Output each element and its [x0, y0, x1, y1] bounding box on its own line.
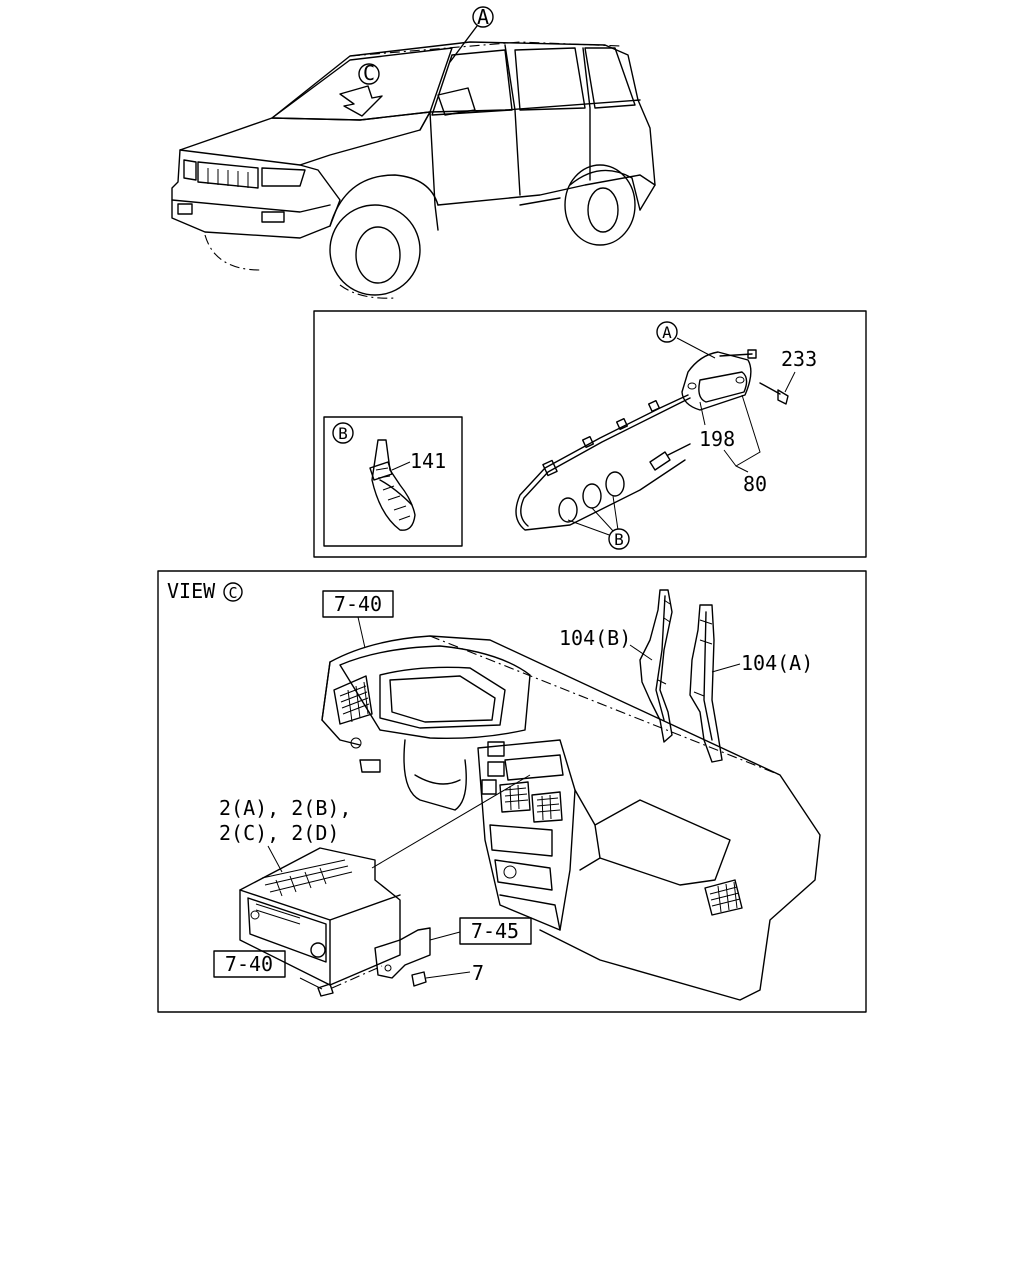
svg-text:A: A — [662, 323, 672, 342]
vehicle-illustration — [171, 21, 656, 299]
speaker-harness-104a — [689, 604, 723, 763]
label-7: 7 — [472, 961, 484, 985]
radio-unit — [239, 774, 531, 986]
svg-text:7-40: 7-40 — [225, 952, 273, 976]
callout-a-panel: A — [656, 321, 716, 359]
screw-7 — [411, 971, 471, 987]
inset-callout-b: B — [332, 422, 354, 444]
label-233: 233 — [781, 347, 817, 371]
label-198: 198 — [699, 427, 735, 451]
view-c-panel-frame — [157, 570, 867, 1013]
label-radio-line2: 2(C), 2(D) — [219, 821, 339, 845]
callout-c-vehicle: C — [358, 61, 380, 85]
inset-b-frame — [323, 416, 463, 547]
callout-a-vehicle: A — [472, 5, 494, 29]
label-104b: 104(B) — [559, 626, 631, 650]
label-141: 141 — [410, 449, 446, 473]
ref-box-7-40-top: 7-40 — [322, 590, 394, 649]
ref-box-7-45: 7-45 — [459, 917, 532, 945]
svg-text:B: B — [338, 424, 348, 443]
svg-text:C: C — [228, 584, 237, 602]
label-radio-line1: 2(A), 2(B), — [219, 796, 351, 820]
antenna-assembly — [515, 349, 789, 537]
view-c-heading: VIEW C — [167, 579, 243, 603]
svg-text:C: C — [363, 61, 375, 85]
screw-lower — [299, 965, 383, 997]
callout-b-panel: B — [608, 528, 630, 550]
dashboard-illustration — [321, 635, 821, 1001]
svg-text:B: B — [614, 530, 624, 549]
cable-tie-141 — [369, 439, 416, 531]
label-80: 80 — [743, 472, 767, 496]
svg-text:7-45: 7-45 — [471, 919, 519, 943]
svg-text:VIEW: VIEW — [167, 579, 216, 603]
antenna-panel-frame — [313, 310, 867, 558]
speaker-harness-104b — [639, 589, 673, 743]
radio-bracket — [374, 927, 461, 979]
ref-box-7-40-bottom: 7-40 — [213, 950, 286, 978]
label-104a: 104(A) — [741, 651, 813, 675]
svg-text:A: A — [477, 5, 489, 29]
svg-text:7-40: 7-40 — [334, 592, 382, 616]
